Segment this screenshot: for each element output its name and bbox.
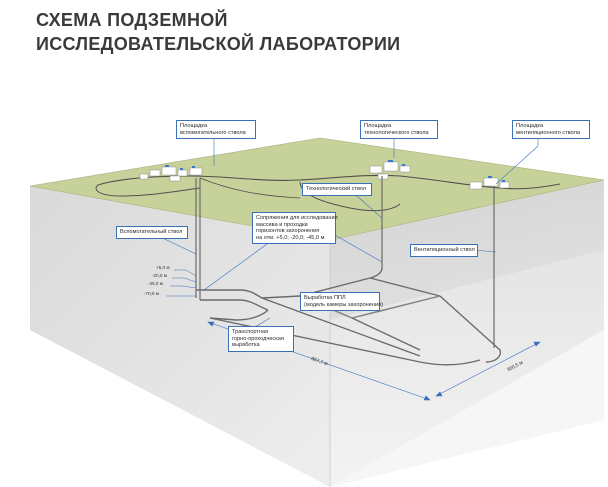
callout-tech-shaft: Технологический ствол bbox=[302, 183, 372, 196]
diagram-title: СХЕМА ПОДЗЕМНОЙ ИССЛЕДОВАТЕЛЬСКОЙ ЛАБОРА… bbox=[36, 8, 400, 56]
callout-transport-line2: горно-проходческая bbox=[232, 335, 284, 342]
callout-tech-site-line2: технологического ствола bbox=[364, 129, 429, 136]
callout-vent-site-line1: Площадка bbox=[516, 123, 544, 129]
callout-aux-shaft: Вспомогательный ствол bbox=[116, 226, 188, 239]
aux-shaft bbox=[195, 178, 201, 300]
callout-vent-shaft: Вентиляционный ствол bbox=[410, 244, 478, 257]
callout-vent-site-line2: вентиляционного ствола bbox=[516, 129, 581, 136]
aux-site-accents bbox=[165, 165, 195, 170]
level-label: -45,0 м bbox=[148, 281, 163, 286]
callout-tech-site-line1: Площадка bbox=[364, 123, 392, 129]
callout-junctions: Сопряжения для исследования массива и пр… bbox=[252, 212, 338, 245]
floor-plane bbox=[30, 330, 604, 487]
vent-site-accents bbox=[488, 176, 505, 182]
left-wall bbox=[30, 186, 330, 487]
callout-transport: Транспортная горно-проходческая выработк… bbox=[228, 326, 294, 352]
level-label: +5,0 м bbox=[156, 265, 170, 270]
callout-tech-shaft-line1: Технологический ствол bbox=[306, 186, 367, 192]
callout-tech-site: Площадка технологического ствола bbox=[360, 120, 438, 140]
aux-site-buildings bbox=[139, 166, 203, 182]
callout-junctions-line3: горизонтов захоронения bbox=[256, 228, 320, 235]
callout-vent-site: Площадка вентиляционного ствола bbox=[512, 120, 590, 140]
callout-junctions-line4: на отм. +5,0; -20,0; -45,0 м bbox=[256, 234, 325, 241]
callout-junctions-line1: Сопряжения для исследования bbox=[256, 215, 338, 221]
callout-ppl-working: Выработка ППЛ (модель камеры захоронения… bbox=[300, 292, 383, 312]
level-label: -70,0 м bbox=[144, 291, 159, 296]
callout-ppl-working-line2: (модель камеры захоронения) bbox=[304, 301, 383, 308]
title-line-2: ИССЛЕДОВАТЕЛЬСКОЙ ЛАБОРАТОРИИ bbox=[36, 34, 401, 54]
callout-vent-shaft-line1: Вентиляционный ствол bbox=[414, 247, 475, 253]
callout-transport-line1: Транспортная bbox=[232, 329, 269, 335]
callout-transport-line3: выработка bbox=[232, 342, 260, 349]
tech-site-accents bbox=[388, 160, 405, 166]
callout-junctions-line2: массива и проходки bbox=[256, 221, 308, 228]
callout-aux-site: Площадка вспомогательного ствола bbox=[176, 120, 256, 140]
callout-leaders bbox=[149, 132, 539, 331]
level-label: -20,0 м bbox=[152, 273, 167, 278]
tech-site-buildings bbox=[369, 161, 411, 180]
callout-aux-site-line1: Площадка bbox=[180, 123, 208, 129]
callout-ppl-working-line1: Выработка ППЛ bbox=[304, 295, 346, 301]
level-leaders bbox=[166, 269, 197, 297]
title-line-1: СХЕМА ПОДЗЕМНОЙ bbox=[36, 10, 228, 30]
callout-aux-shaft-line1: Вспомогательный ствол bbox=[120, 229, 183, 235]
callout-aux-site-line2: вспомогательного ствола bbox=[180, 129, 246, 136]
